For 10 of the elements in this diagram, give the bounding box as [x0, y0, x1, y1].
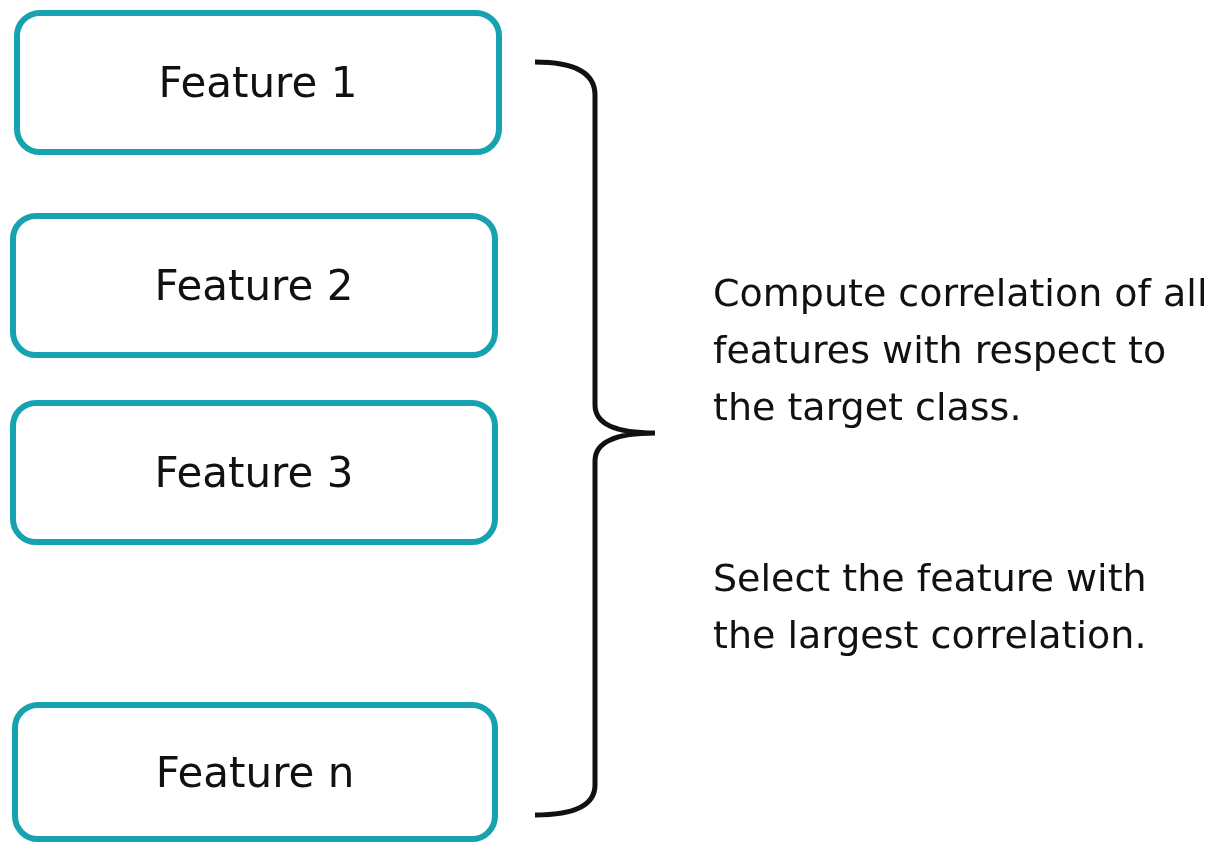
feature-box	[14, 10, 502, 155]
feature-box	[10, 400, 498, 545]
description-text: Select the feature with the largest correlation.	[713, 555, 1148, 659]
feature-label: Feature n	[155, 747, 355, 797]
description-text: Compute correlation of all features with respect to the target class.	[713, 270, 1209, 431]
feature-label: Feature 3	[154, 448, 354, 497]
feature-box	[10, 213, 498, 358]
feature-label: Feature 2	[154, 261, 354, 310]
feature-box	[12, 702, 498, 842]
feature-label: Feature 1	[158, 58, 358, 107]
